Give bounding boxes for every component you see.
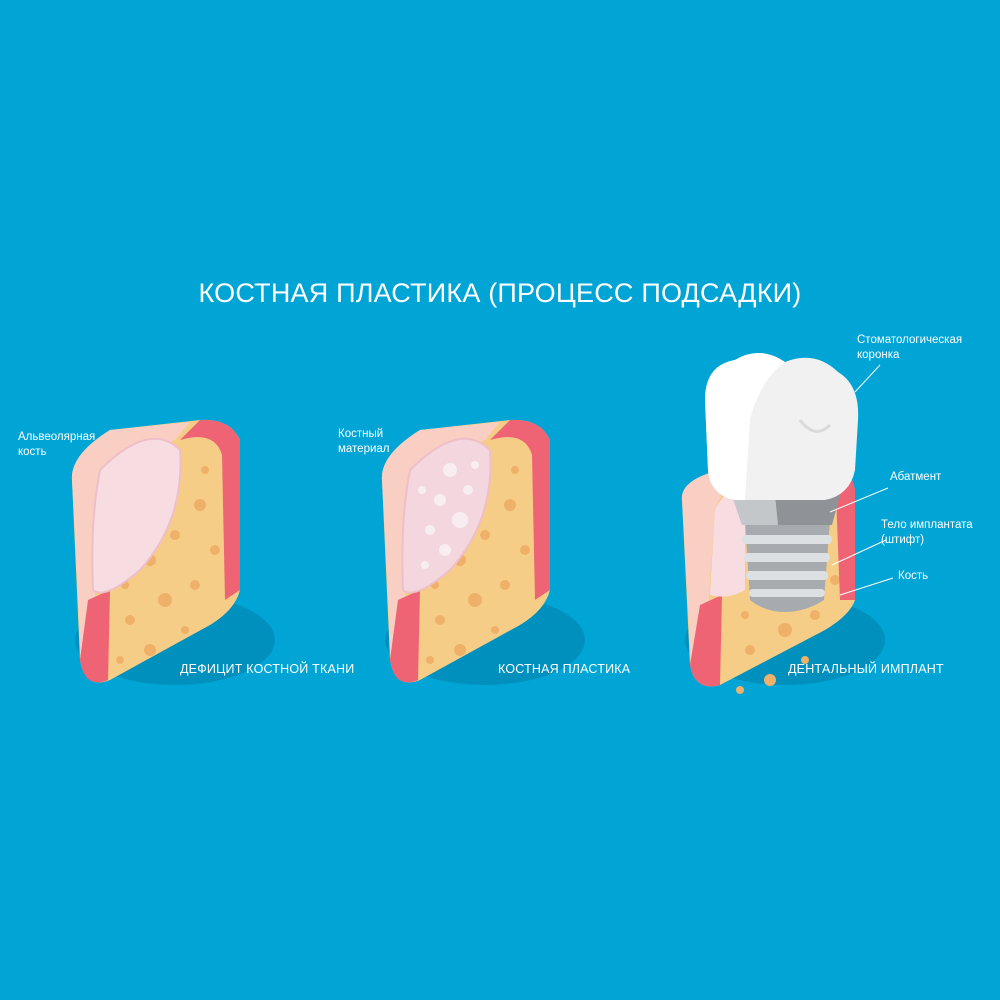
label-dental-crown: Стоматологическая коронка (857, 334, 963, 361)
implant-body (742, 520, 832, 612)
graft-granules (418, 461, 479, 569)
page-title: КОСТНАЯ ПЛАСТИКА (ПРОЦЕСС ПОДСАДКИ) (198, 278, 802, 308)
leader-line-abutment (829, 487, 889, 513)
panel-dental-implant (681, 352, 885, 694)
leader-lines (829, 364, 894, 596)
socket-remnant (710, 492, 745, 597)
label-implant-body: Тело имплантата (штифт) (881, 519, 973, 546)
crown-fissure (798, 419, 832, 433)
caption-bone-grafting: КОСТНАЯ ПЛАСТИКА (498, 662, 631, 676)
abutment-highlight (732, 495, 778, 525)
label-abutment: Абатмент (890, 471, 942, 483)
graft-material (401, 437, 492, 594)
gum-bottom (690, 595, 722, 687)
label-alveolar-bone: Альвеолярная кость (18, 431, 96, 458)
gum-bottom (80, 590, 110, 683)
panel-bone-deficit (71, 419, 275, 685)
caption-dental-implant: ДЕНТАЛЬНЫЙ ИМПЛАНТ (788, 662, 944, 676)
gum-left (681, 470, 730, 675)
gum-bottom (390, 590, 420, 683)
label-bone: Кость (898, 570, 929, 582)
panel-bone-grafting (381, 419, 585, 685)
crown-highlight (705, 352, 785, 500)
gum-right (180, 419, 240, 600)
leader-line-crown (854, 364, 881, 393)
leader-line-bone (839, 577, 894, 596)
gum-right (835, 467, 855, 600)
gum-right (490, 419, 550, 600)
label-bone-material: Костный материал (338, 428, 390, 455)
leader-line-implant-body (831, 539, 887, 566)
alveolar-socket (91, 437, 182, 594)
caption-bone-deficit: ДЕФИЦИТ КОСТНОЙ ТКАНИ (180, 662, 355, 676)
